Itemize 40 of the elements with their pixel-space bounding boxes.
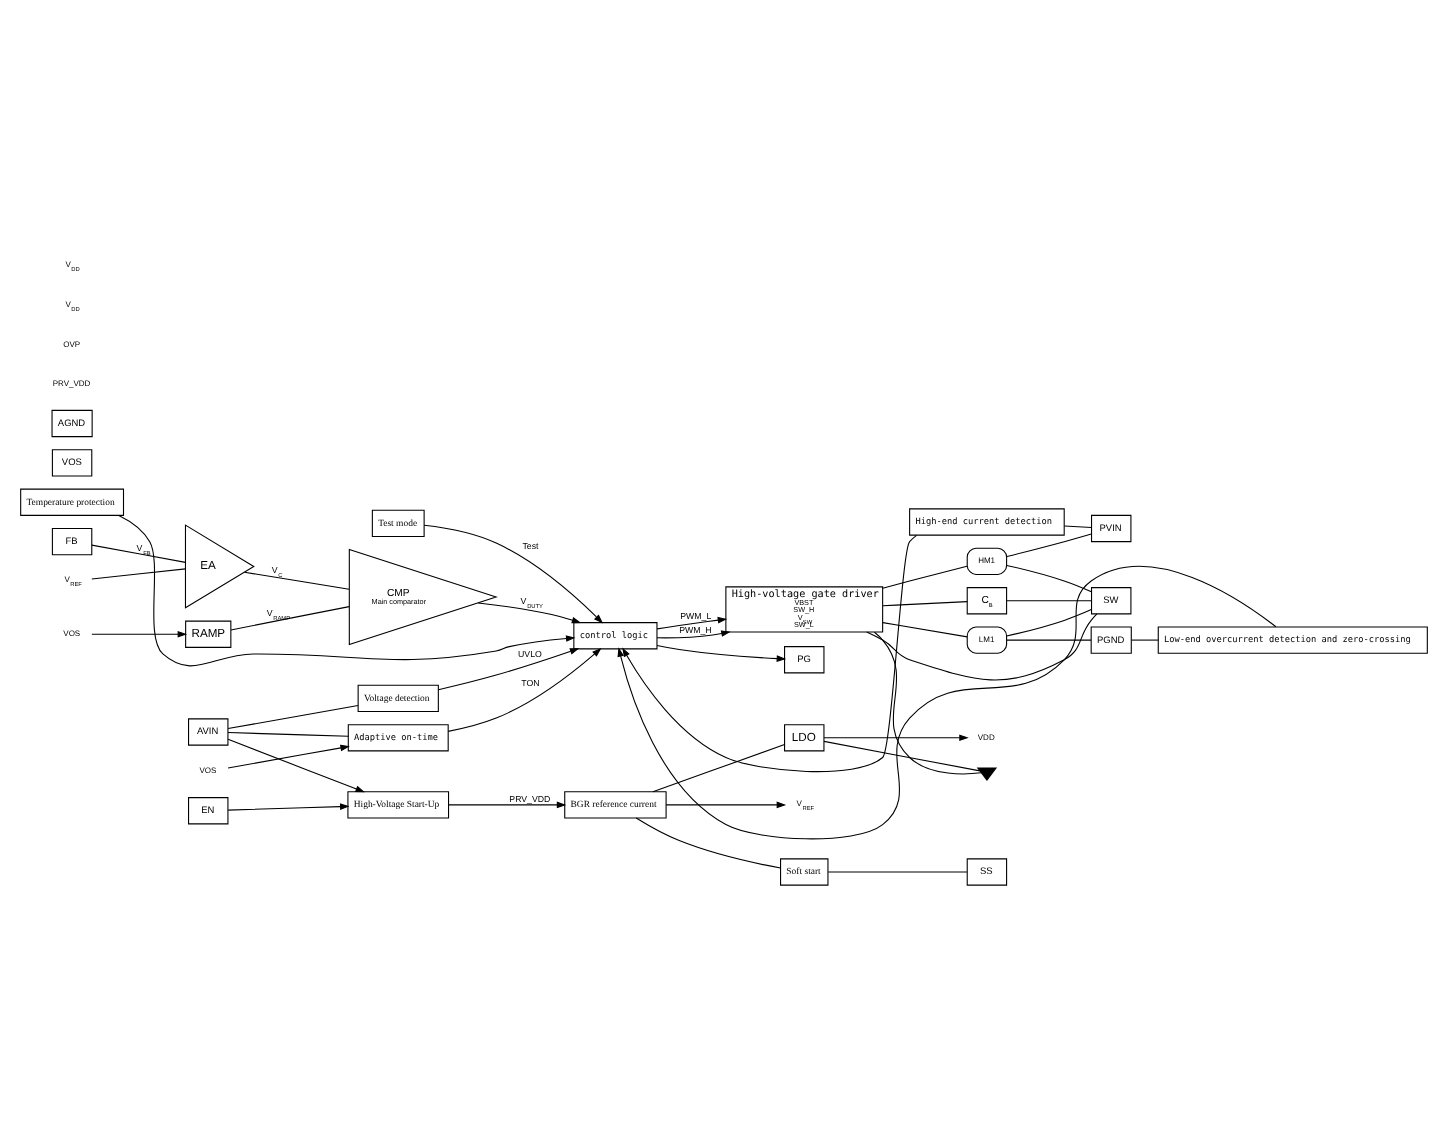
arrow bbox=[227, 803, 350, 811]
connector bbox=[882, 565, 968, 589]
arrow bbox=[665, 801, 787, 809]
connector bbox=[1063, 525, 1093, 529]
arrow bbox=[227, 744, 350, 769]
arrow bbox=[437, 648, 580, 691]
connector bbox=[882, 601, 968, 607]
connector bbox=[635, 817, 782, 869]
arrow bbox=[227, 738, 365, 793]
arrow bbox=[118, 514, 576, 667]
node-diode bbox=[976, 767, 998, 781]
connector bbox=[1131, 639, 1159, 641]
arrow bbox=[656, 630, 731, 639]
connector bbox=[873, 631, 982, 775]
connector bbox=[866, 613, 1098, 681]
connector bbox=[652, 744, 786, 793]
connector bbox=[1006, 609, 1092, 637]
arrow bbox=[477, 602, 582, 624]
arrow bbox=[423, 524, 604, 624]
connector bbox=[227, 704, 359, 730]
arrow bbox=[656, 616, 728, 630]
arrow bbox=[91, 630, 188, 638]
connector bbox=[882, 622, 968, 638]
arrow bbox=[447, 647, 602, 732]
connector bbox=[91, 544, 186, 563]
arrow bbox=[448, 801, 567, 809]
connector bbox=[823, 740, 981, 772]
connector bbox=[1006, 533, 1092, 558]
connector bbox=[227, 732, 349, 737]
connector bbox=[243, 571, 350, 590]
arrow bbox=[617, 565, 1277, 840]
connector bbox=[1006, 564, 1092, 593]
connector bbox=[230, 606, 350, 631]
arrow bbox=[823, 734, 969, 742]
connector bbox=[1006, 639, 1092, 641]
arrow bbox=[656, 645, 787, 662]
arrow bbox=[622, 534, 918, 773]
connector bbox=[827, 871, 968, 873]
connector bbox=[1006, 600, 1092, 602]
connector bbox=[91, 568, 186, 580]
